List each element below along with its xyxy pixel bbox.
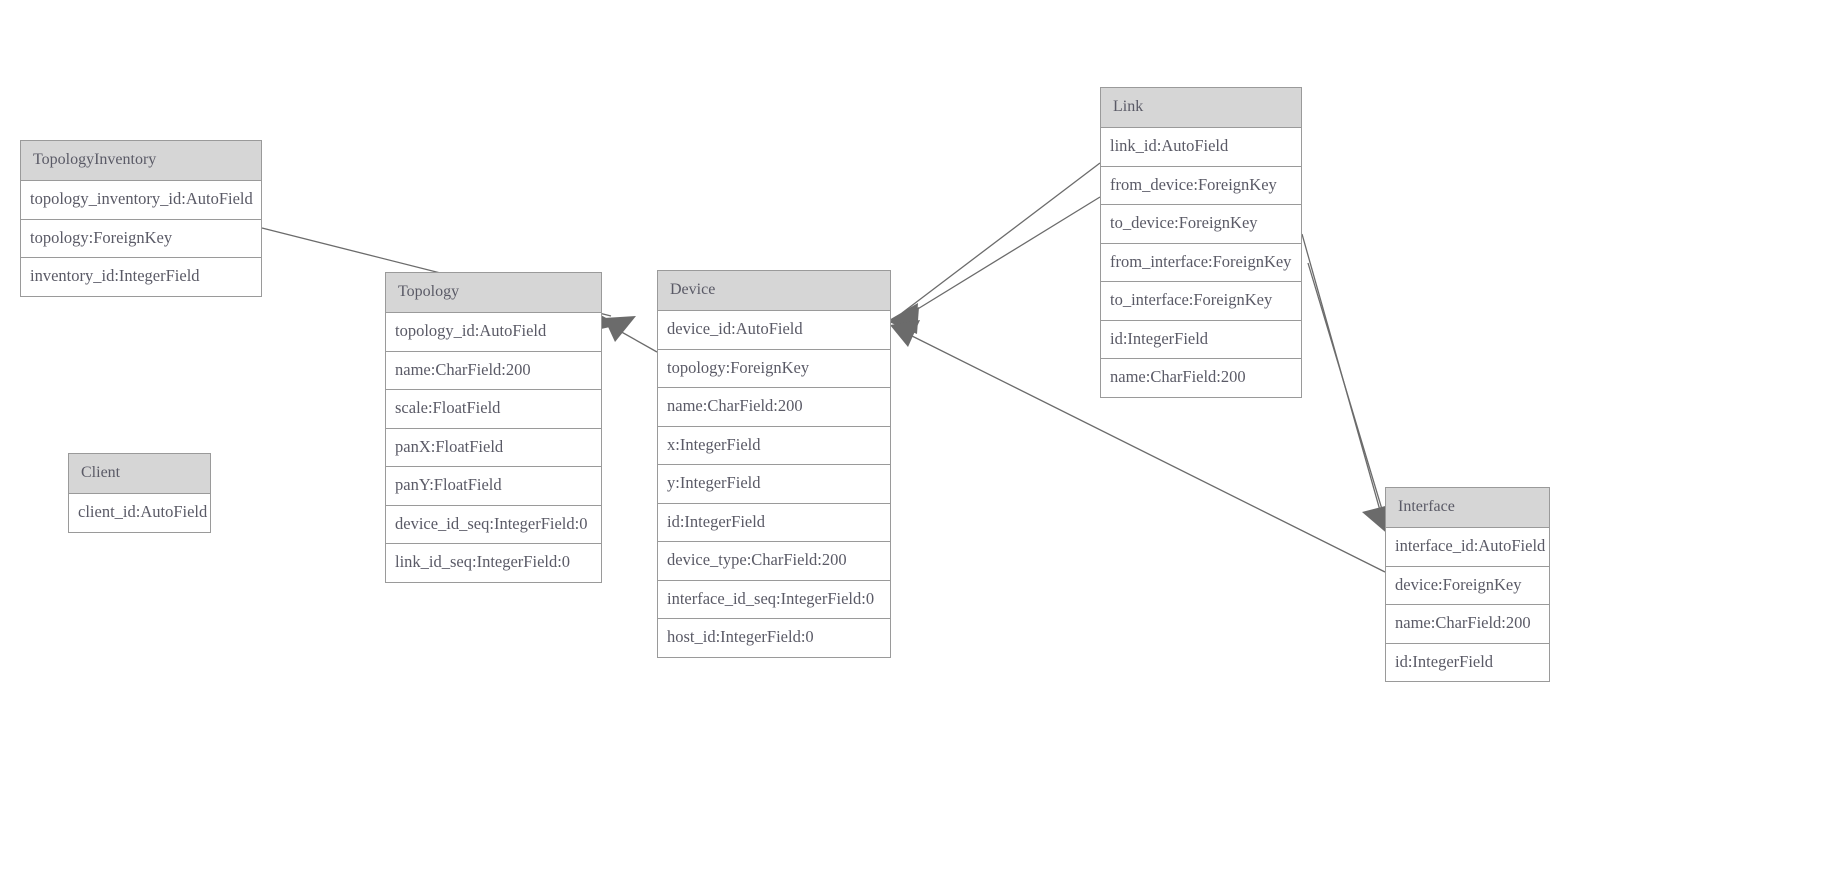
- entity-field: link_id_seq:IntegerField:0: [386, 544, 601, 582]
- edge-link-from_interface: [1301, 233, 1382, 515]
- entity-field: device:ForeignKey: [1386, 566, 1549, 605]
- entity-field: x:IntegerField: [658, 426, 890, 465]
- entity-field: inventory_id:IntegerField: [21, 258, 261, 296]
- entity-field: panX:FloatField: [386, 428, 601, 467]
- entity-title-link: Link: [1101, 88, 1301, 128]
- entity-field: topology:ForeignKey: [658, 349, 890, 388]
- entity-field: client_id:AutoField: [69, 494, 210, 532]
- entity-field: interface_id_seq:IntegerField:0: [658, 580, 890, 619]
- entity-title-topologyinventory: TopologyInventory: [21, 141, 261, 181]
- entity-field: name:CharField:200: [1101, 359, 1301, 397]
- entity-field: name:CharField:200: [386, 351, 601, 390]
- edge-link-to_interface: [1307, 262, 1385, 517]
- entity-title-device: Device: [658, 271, 890, 311]
- entity-field: id:IntegerField: [1101, 320, 1301, 359]
- entity-link[interactable]: Link link_id:AutoField from_device:Forei…: [1100, 87, 1302, 398]
- edge-link-to_device: [889, 196, 1101, 334]
- edge-link-from_device: [889, 162, 1101, 330]
- entity-field: device_id_seq:IntegerField:0: [386, 505, 601, 544]
- entity-title-client: Client: [69, 454, 210, 494]
- entity-field: link_id:AutoField: [1101, 128, 1301, 167]
- entity-title-interface: Interface: [1386, 488, 1549, 528]
- entity-field: y:IntegerField: [658, 465, 890, 504]
- entity-client[interactable]: Client client_id:AutoField: [68, 453, 211, 533]
- entity-field: name:CharField:200: [1386, 605, 1549, 644]
- entity-title-topology: Topology: [386, 273, 601, 313]
- entity-field: host_id:IntegerField:0: [658, 619, 890, 657]
- entity-topologyinventory[interactable]: TopologyInventory topology_inventory_id:…: [20, 140, 262, 297]
- entity-field: id:IntegerField: [1386, 643, 1549, 681]
- entity-field: panY:FloatField: [386, 467, 601, 506]
- entity-field: from_device:ForeignKey: [1101, 166, 1301, 205]
- entity-device[interactable]: Device device_id:AutoField topology:Fore…: [657, 270, 891, 658]
- entity-interface[interactable]: Interface interface_id:AutoField device:…: [1385, 487, 1550, 682]
- entity-field: device_id:AutoField: [658, 311, 890, 350]
- entity-field: interface_id:AutoField: [1386, 528, 1549, 567]
- entity-field: id:IntegerField: [658, 503, 890, 542]
- edge-device-topology: [604, 316, 658, 353]
- entity-field: device_type:CharField:200: [658, 542, 890, 581]
- entity-field: to_device:ForeignKey: [1101, 205, 1301, 244]
- entity-field: from_interface:ForeignKey: [1101, 243, 1301, 282]
- entity-field: topology:ForeignKey: [21, 219, 261, 258]
- entity-field: scale:FloatField: [386, 390, 601, 429]
- entity-field: to_interface:ForeignKey: [1101, 282, 1301, 321]
- entity-field: topology_id:AutoField: [386, 313, 601, 352]
- entity-field: topology_inventory_id:AutoField: [21, 181, 261, 220]
- entity-field: name:CharField:200: [658, 388, 890, 427]
- entity-topology[interactable]: Topology topology_id:AutoField name:Char…: [385, 272, 602, 583]
